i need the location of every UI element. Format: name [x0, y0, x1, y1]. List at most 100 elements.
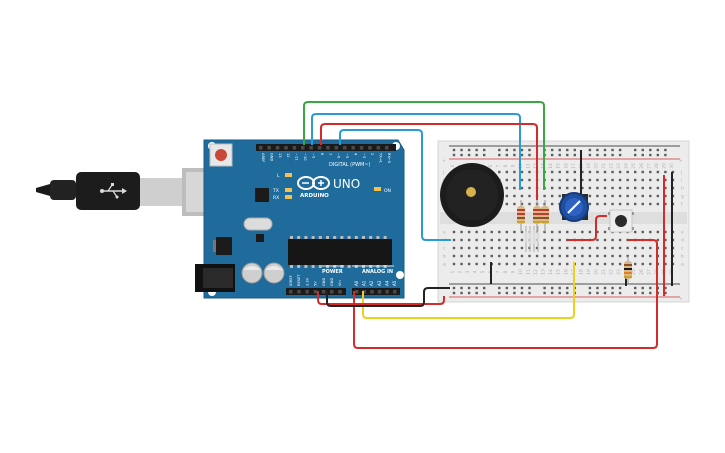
wire-black[interactable]: [326, 287, 450, 307]
rail-hole[interactable]: [528, 148, 531, 152]
breadboard-hole[interactable]: [611, 262, 614, 266]
breadboard-hole[interactable]: [566, 178, 569, 182]
rail-hole[interactable]: [634, 148, 637, 152]
breadboard-hole[interactable]: [535, 262, 539, 266]
breadboard-hole[interactable]: [475, 238, 478, 242]
rail-hole[interactable]: [634, 153, 637, 157]
breadboard-hole[interactable]: [505, 246, 509, 250]
breadboard-hole[interactable]: [505, 186, 509, 190]
breadboard-hole[interactable]: [618, 246, 622, 250]
breadboard-hole[interactable]: [528, 202, 531, 206]
rail-hole[interactable]: [603, 286, 607, 290]
breadboard-hole[interactable]: [603, 262, 607, 266]
breadboard-hole[interactable]: [664, 202, 667, 206]
pushbutton[interactable]: [608, 209, 634, 233]
rail-hole[interactable]: [566, 148, 569, 152]
breadboard-hole[interactable]: [505, 262, 509, 266]
rail-hole[interactable]: [528, 291, 531, 295]
rail-hole[interactable]: [513, 153, 516, 157]
header-pin[interactable]: [317, 146, 322, 150]
rail-hole[interactable]: [505, 148, 509, 152]
breadboard-hole[interactable]: [505, 238, 509, 242]
breadboard-hole[interactable]: [581, 254, 584, 258]
header-pin[interactable]: [359, 146, 364, 150]
breadboard-hole[interactable]: [618, 170, 622, 174]
rail-hole[interactable]: [475, 286, 478, 290]
rail-hole[interactable]: [588, 153, 592, 157]
breadboard-hole[interactable]: [543, 262, 546, 266]
potentiometer[interactable]: [559, 192, 589, 222]
breadboard-hole[interactable]: [550, 262, 554, 266]
breadboard-hole[interactable]: [513, 230, 516, 234]
breadboard-hole[interactable]: [498, 254, 501, 258]
breadboard-hole[interactable]: [505, 170, 509, 174]
breadboard-hole[interactable]: [603, 178, 607, 182]
breadboard-hole[interactable]: [656, 186, 660, 190]
breadboard-hole[interactable]: [649, 230, 652, 234]
header-pin[interactable]: [301, 146, 305, 150]
breadboard-hole[interactable]: [634, 230, 637, 234]
breadboard-hole[interactable]: [626, 170, 629, 174]
breadboard-hole[interactable]: [581, 246, 584, 250]
wire-red[interactable]: [568, 215, 607, 241]
breadboard-hole[interactable]: [460, 246, 463, 250]
breadboard-hole[interactable]: [566, 262, 569, 266]
breadboard-hole[interactable]: [566, 230, 569, 234]
rail-hole[interactable]: [664, 153, 667, 157]
rail-hole[interactable]: [558, 153, 561, 157]
breadboard-hole[interactable]: [520, 170, 524, 174]
breadboard-hole[interactable]: [618, 178, 622, 182]
breadboard-hole[interactable]: [603, 186, 607, 190]
breadboard-hole[interactable]: [664, 186, 667, 190]
breadboard-hole[interactable]: [626, 186, 629, 190]
breadboard-hole[interactable]: [596, 202, 599, 206]
rail-hole[interactable]: [483, 148, 486, 152]
rail-hole[interactable]: [498, 291, 501, 295]
rail-hole[interactable]: [520, 286, 524, 290]
breadboard-hole[interactable]: [543, 254, 546, 258]
breadboard-hole[interactable]: [505, 230, 509, 234]
rail-hole[interactable]: [649, 291, 652, 295]
breadboard-hole[interactable]: [656, 202, 660, 206]
rail-hole[interactable]: [641, 286, 644, 290]
rail-hole[interactable]: [566, 286, 569, 290]
rail-hole[interactable]: [588, 291, 592, 295]
breadboard-hole[interactable]: [664, 238, 667, 242]
breadboard-hole[interactable]: [520, 262, 524, 266]
breadboard-hole[interactable]: [611, 194, 614, 198]
reset-button[interactable]: [215, 149, 227, 161]
breadboard-hole[interactable]: [656, 178, 660, 182]
breadboard-hole[interactable]: [573, 246, 576, 250]
breadboard-hole[interactable]: [467, 254, 471, 258]
breadboard-hole[interactable]: [528, 170, 531, 174]
rail-hole[interactable]: [566, 153, 569, 157]
rail-hole[interactable]: [505, 286, 509, 290]
breadboard-hole[interactable]: [649, 186, 652, 190]
breadboard-hole[interactable]: [641, 194, 644, 198]
breadboard-hole[interactable]: [641, 230, 644, 234]
breadboard-hole[interactable]: [649, 262, 652, 266]
rail-hole[interactable]: [520, 148, 524, 152]
rail-hole[interactable]: [558, 291, 561, 295]
header-pin[interactable]: [385, 146, 389, 150]
breadboard-hole[interactable]: [513, 246, 516, 250]
breadboard-hole[interactable]: [596, 262, 599, 266]
breadboard-hole[interactable]: [573, 230, 576, 234]
breadboard-hole[interactable]: [550, 178, 554, 182]
breadboard-hole[interactable]: [634, 262, 637, 266]
breadboard-hole[interactable]: [664, 194, 667, 198]
rail-hole[interactable]: [475, 291, 478, 295]
breadboard-hole[interactable]: [634, 254, 637, 258]
breadboard-hole[interactable]: [649, 254, 652, 258]
header-pin[interactable]: [334, 146, 339, 150]
breadboard-hole[interactable]: [543, 194, 546, 198]
wire-yellow[interactable]: [362, 262, 575, 319]
breadboard-hole[interactable]: [558, 186, 561, 190]
breadboard-hole[interactable]: [535, 254, 539, 258]
rail-hole[interactable]: [483, 291, 486, 295]
breadboard-hole[interactable]: [634, 202, 637, 206]
breadboard-hole[interactable]: [588, 262, 592, 266]
breadboard-hole[interactable]: [588, 202, 592, 206]
breadboard-hole[interactable]: [573, 170, 576, 174]
breadboard-hole[interactable]: [558, 170, 561, 174]
